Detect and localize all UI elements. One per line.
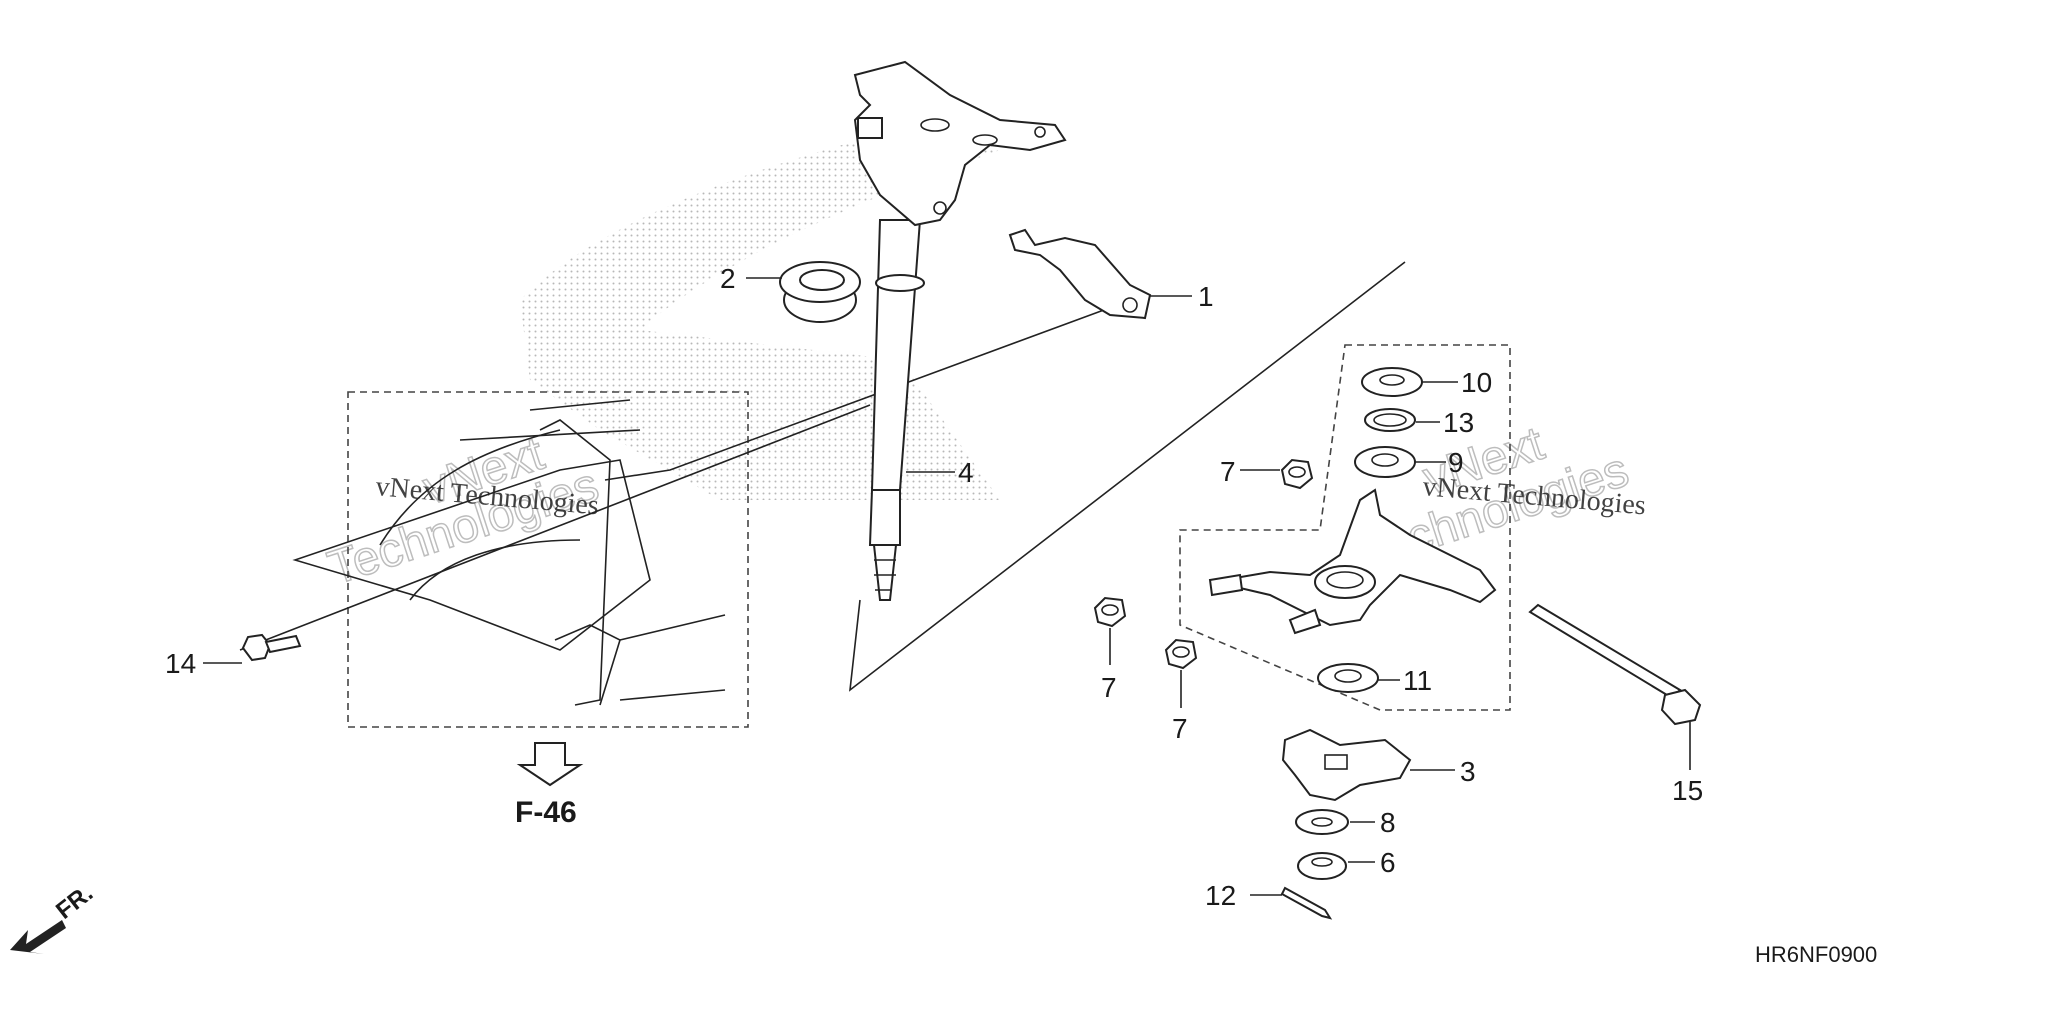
- callout-8: 8: [1380, 807, 1396, 838]
- callout-3: 3: [1460, 756, 1476, 787]
- callout-13: 13: [1443, 407, 1474, 438]
- callout-2: 2: [720, 263, 736, 294]
- frame-sketch: [292, 399, 726, 706]
- fr-label: FR.: [51, 880, 98, 925]
- dust-seal[interactable]: [779, 261, 861, 323]
- bearing-10[interactable]: [1361, 367, 1423, 397]
- reference-label[interactable]: F-46: [515, 796, 577, 829]
- callout-1: 1: [1198, 281, 1214, 312]
- steering-arm[interactable]: [1208, 488, 1497, 635]
- callout-7-left: 7: [1101, 672, 1117, 703]
- long-bolt-15[interactable]: [1528, 603, 1702, 726]
- castle-nut-6[interactable]: [1297, 852, 1347, 880]
- steering-shaft[interactable]: [868, 219, 925, 601]
- leader-lines-long: [239, 261, 1406, 692]
- reference-arrow: [516, 742, 584, 787]
- ring-13[interactable]: [1364, 408, 1416, 432]
- callout-4: 4: [958, 457, 974, 488]
- nut-7a[interactable]: [1280, 458, 1314, 490]
- callout-14: 14: [165, 648, 196, 679]
- nut-7c[interactable]: [1164, 638, 1198, 670]
- callout-10: 10: [1461, 367, 1492, 398]
- callout-7-right: 7: [1172, 713, 1188, 744]
- flange-bolt-14[interactable]: [241, 633, 302, 662]
- callout-leaders: [203, 277, 1691, 896]
- washer-8[interactable]: [1295, 809, 1349, 835]
- column-bracket[interactable]: [853, 60, 1067, 227]
- seal-11[interactable]: [1317, 663, 1379, 693]
- reference-box: [347, 391, 749, 728]
- callout-15: 15: [1672, 775, 1703, 806]
- steering-plate[interactable]: [1281, 728, 1412, 802]
- bearing-9[interactable]: [1354, 446, 1416, 478]
- shaft-holder[interactable]: [1008, 228, 1152, 320]
- callout-7-top: 7: [1220, 456, 1236, 487]
- fr-arrow: [10, 920, 66, 954]
- diagram-code: HR6NF0900: [1755, 942, 1877, 967]
- knuckle-box: [1179, 344, 1511, 711]
- callout-9: 9: [1448, 447, 1464, 478]
- callout-11: 11: [1403, 665, 1432, 696]
- cotter-pin-12[interactable]: [1280, 886, 1333, 920]
- callout-6: 6: [1380, 847, 1396, 878]
- callout-12: 12: [1205, 880, 1236, 911]
- nut-7b[interactable]: [1093, 596, 1127, 628]
